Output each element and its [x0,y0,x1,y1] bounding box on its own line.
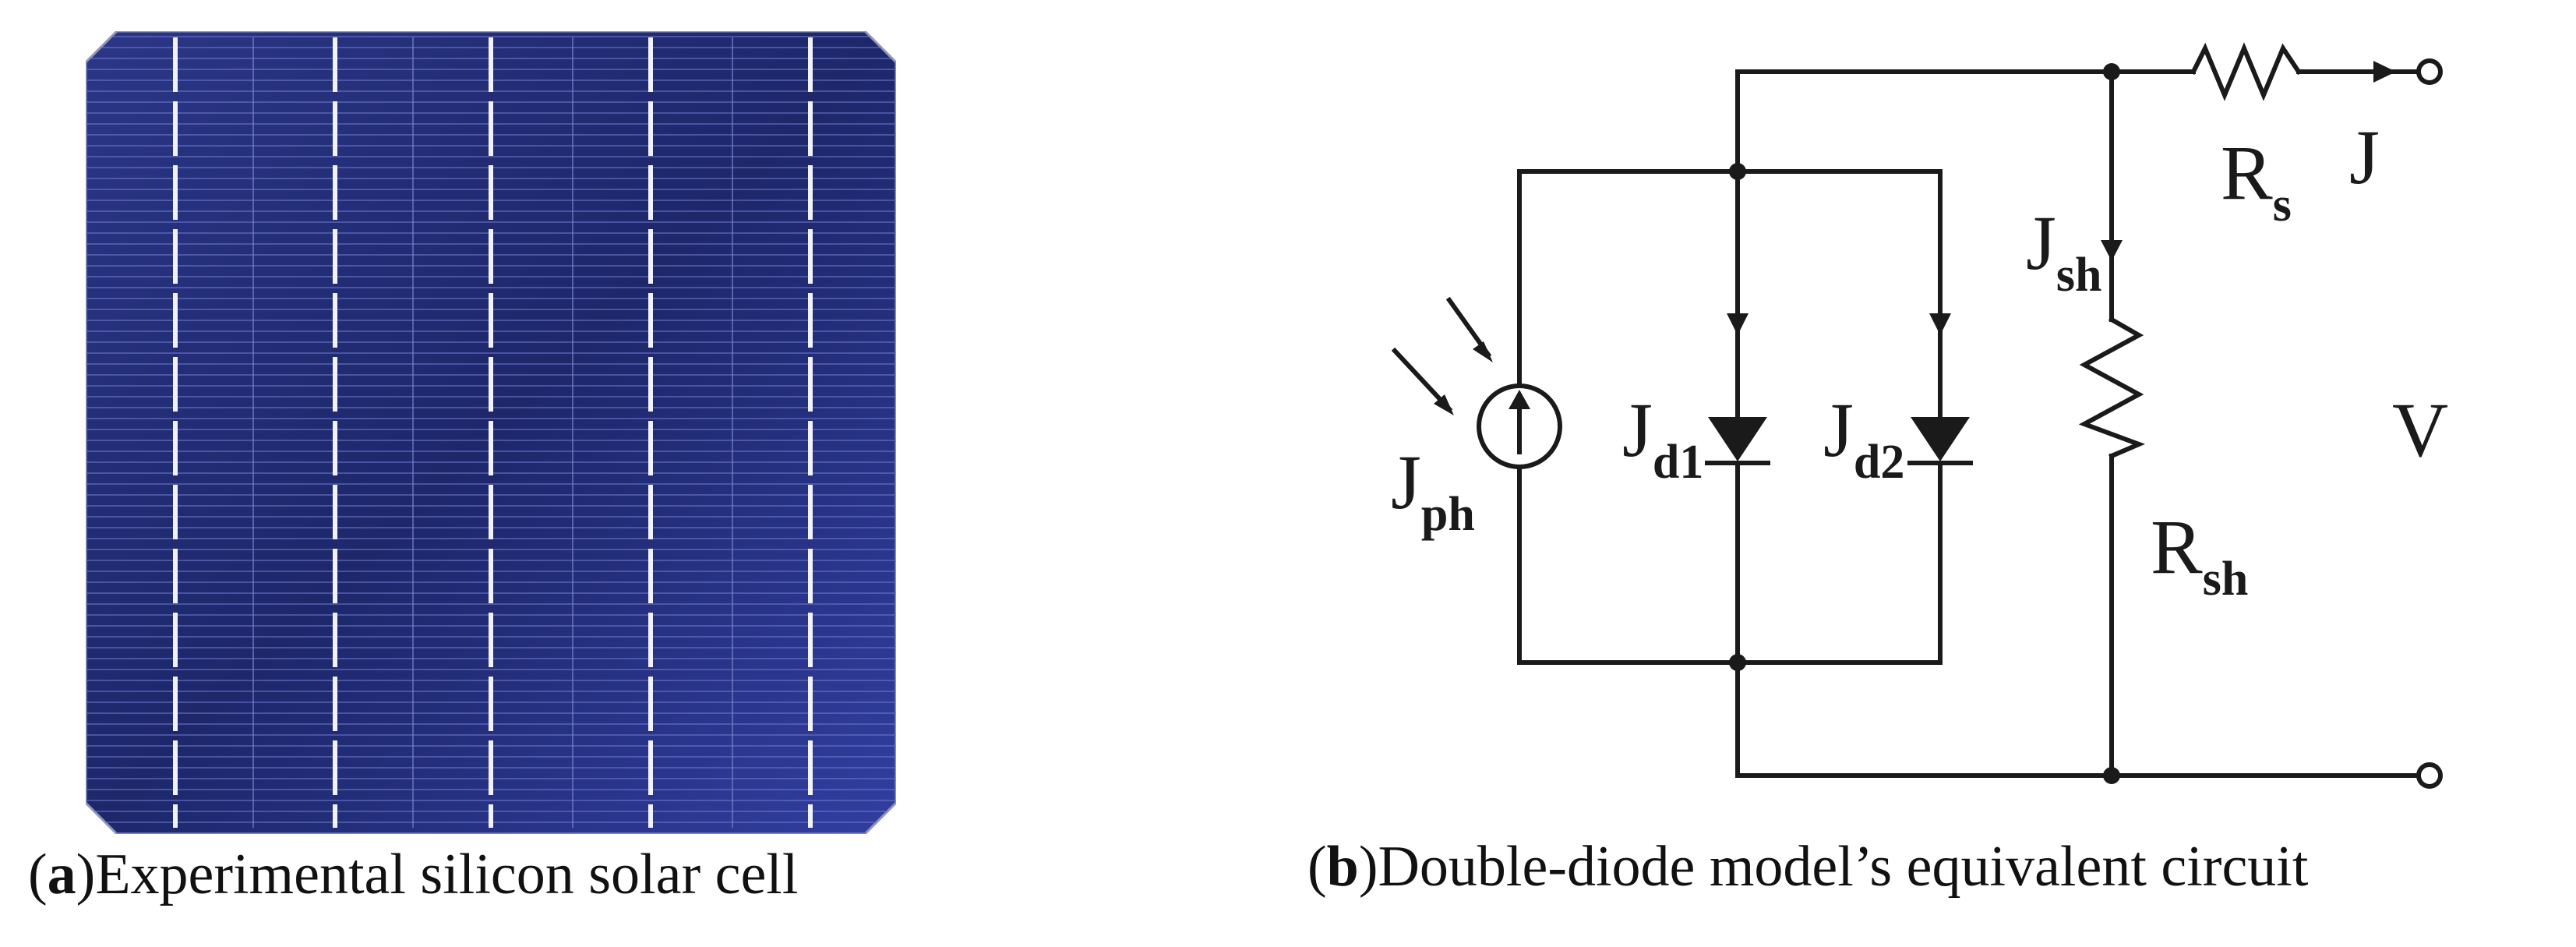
d2-current-arrowhead [1929,313,1951,335]
current-source [1477,383,1562,469]
light-arrowhead-1 [1473,341,1493,362]
junction-dot [1729,163,1746,180]
caption-a: (a)Experimental silicon solar cell [28,843,799,906]
label-jd2: Jd2 [1823,387,1904,489]
caption-b-text: Double-diode model’s equivalent circuit [1378,835,2309,899]
label-j: J [2349,114,2380,200]
diode-d1 [1708,417,1767,461]
terminal-bottom [2416,762,2443,789]
caption-a-letter: a [47,843,76,906]
j-output-arrowhead [2373,61,2396,83]
label-rsh: Rsh [2151,504,2248,606]
terminal-top [2416,58,2443,85]
junction-dot [1729,654,1746,671]
caption-a-text: Experimental silicon solar cell [95,843,799,906]
panel-b: Jph Jd1 Jd2 Jsh Rs Rsh J V (b)Double-dio… [1216,0,2576,947]
junction-dot [2103,63,2120,80]
shunt-resistor [2078,316,2146,459]
label-rs: Rs [2221,129,2292,231]
diode-d2 [1911,417,1970,461]
label-v: V [2392,387,2448,473]
light-arrowhead-2 [1434,394,1454,415]
d1-current-arrowhead [1727,313,1749,335]
label-jph: Jph [1391,439,1475,541]
series-resistor [2190,42,2303,101]
secondary-lines [252,37,733,828]
jsh-arrowhead [2101,240,2123,261]
solar-cell-image [86,31,896,834]
circuit-diagram: Jph Jd1 Jd2 Jsh Rs Rsh J V [1391,42,2448,789]
busbars [173,37,813,828]
label-jd1: Jd1 [1622,387,1703,489]
caption-b-letter: b [1326,835,1359,899]
label-jsh: Jsh [2026,200,2102,302]
current-source-arrowhead [1509,390,1530,409]
panel-a: (a)Experimental silicon solar cell [0,0,1013,947]
caption-b: (b)Double-diode model’s equivalent circu… [1307,835,2309,899]
junction-dot [2103,767,2120,784]
